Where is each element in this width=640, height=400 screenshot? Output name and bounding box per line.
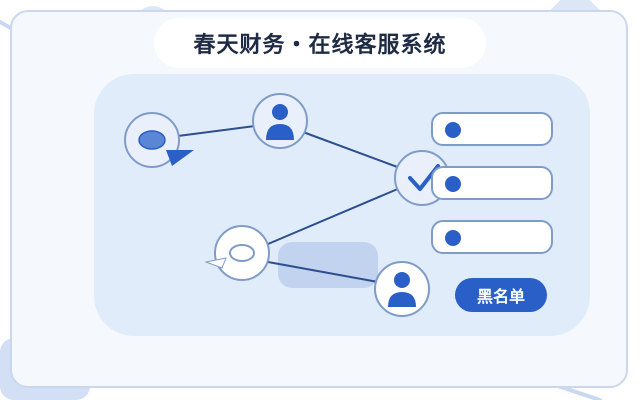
bullet-dot-icon	[445, 230, 461, 246]
blacklist-button[interactable]: 黑名单	[455, 278, 547, 312]
highlight-block	[278, 242, 378, 288]
bullet-dot-icon	[445, 176, 461, 192]
link-check-to-bubble-bottom	[267, 187, 401, 245]
title-pill: 春天财务・在线客服系统	[154, 18, 486, 68]
speech-bubble-icon	[124, 112, 194, 168]
page-title: 春天财务・在线客服系统	[193, 33, 447, 58]
list-item	[431, 112, 553, 146]
speech-bubble-icon	[204, 225, 270, 281]
user-avatar-icon	[252, 93, 308, 149]
connection-lines	[177, 125, 401, 283]
bullet-dot-icon	[445, 122, 461, 138]
link-user-top-to-check	[302, 131, 401, 169]
link-bubble-bottom-to-user-bottom	[267, 261, 379, 283]
link-bubble-to-user-top	[177, 125, 256, 137]
list-item	[431, 220, 553, 254]
user-avatar-icon	[374, 261, 430, 317]
list-item	[431, 166, 553, 200]
